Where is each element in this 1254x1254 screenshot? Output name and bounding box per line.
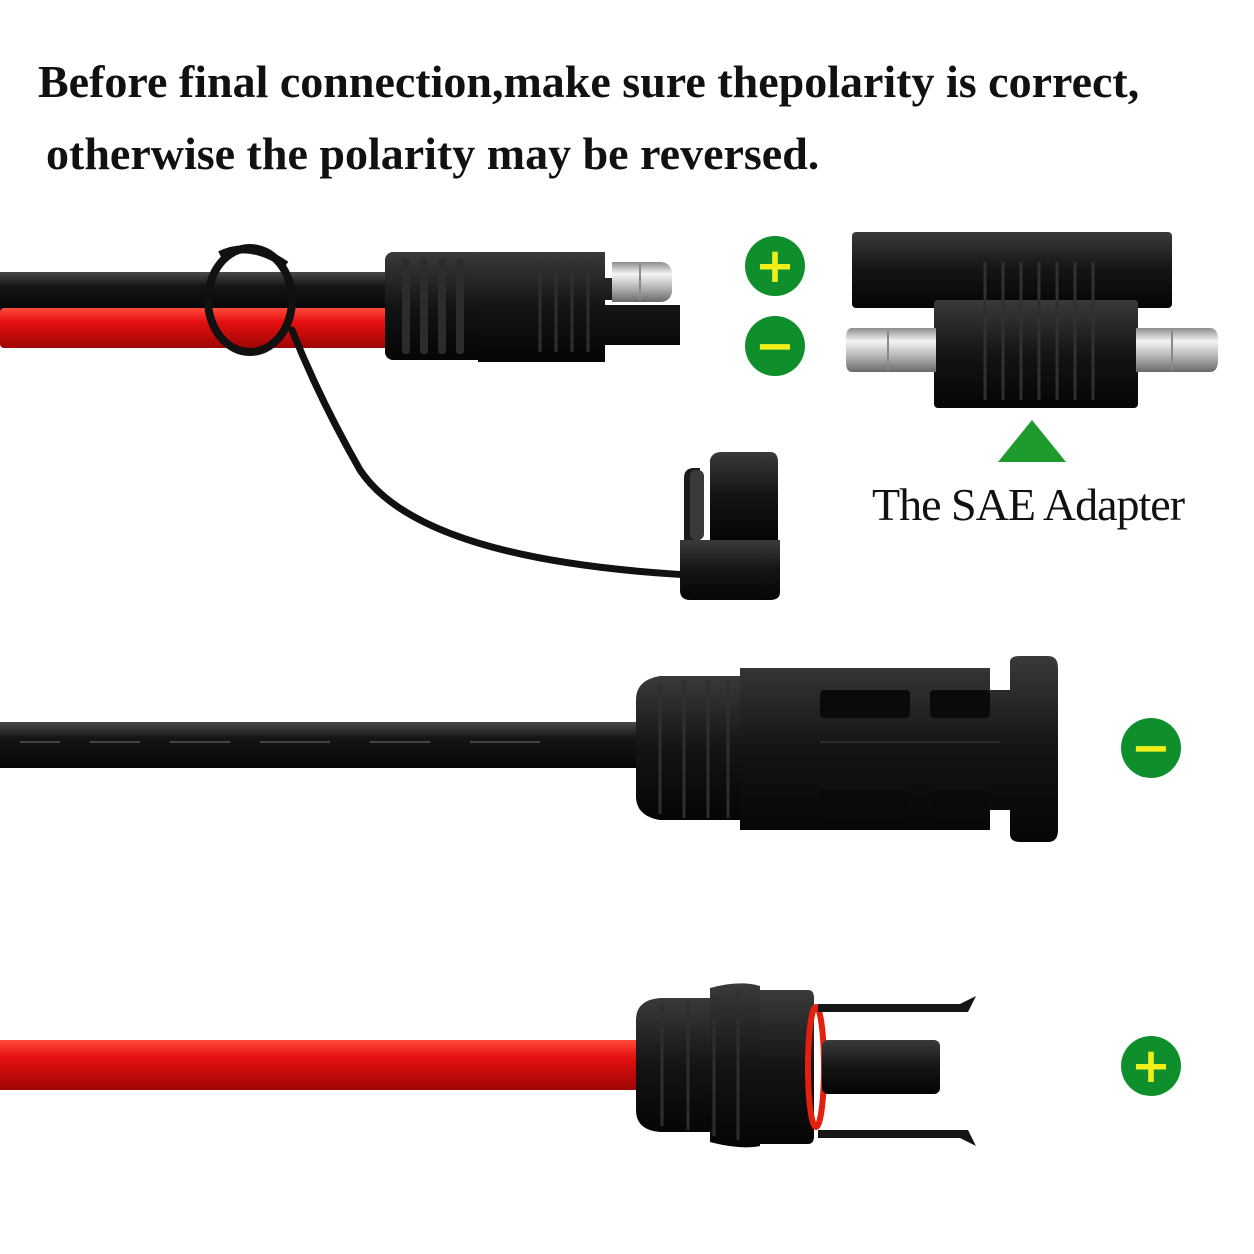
mc4-male-body bbox=[760, 990, 814, 1144]
dust-cap-tether bbox=[288, 326, 694, 579]
negative-badge-icon: − bbox=[745, 316, 805, 376]
sae-black-wire bbox=[0, 272, 400, 312]
mc4-latch-bottom bbox=[818, 1130, 976, 1146]
svg-text:+: + bbox=[755, 238, 795, 294]
svg-text:−: − bbox=[1131, 720, 1171, 776]
o-ring bbox=[805, 1004, 827, 1130]
adapter-right-pin bbox=[1136, 328, 1218, 372]
sae-red-wire bbox=[0, 308, 400, 348]
svg-text:−: − bbox=[755, 318, 795, 374]
sae-metal-pin bbox=[612, 262, 672, 302]
headline-line-2: otherwise the polarity may be reversed. bbox=[46, 128, 820, 179]
red-wire bbox=[0, 1040, 645, 1090]
svg-text:+: + bbox=[1131, 1038, 1171, 1094]
sae-cable bbox=[0, 244, 780, 600]
mc4-female-nut bbox=[636, 676, 740, 820]
adapter-caption: The SAE Adapter bbox=[872, 479, 1185, 530]
headline: Before final connection,make sure thepol… bbox=[38, 46, 1238, 190]
adapter-left-pin bbox=[846, 328, 936, 372]
positive-badge-icon: + bbox=[1121, 1036, 1181, 1096]
mc4-negative-cable bbox=[0, 656, 1058, 842]
mc4-positive-cable bbox=[0, 983, 976, 1148]
headline-line-1: Before final connection,make sure thepol… bbox=[38, 56, 1140, 107]
mc4-latch-top bbox=[818, 996, 976, 1012]
adapter-bottom-body bbox=[934, 300, 1138, 408]
black-wire bbox=[0, 722, 640, 768]
positive-badge-icon: + bbox=[745, 236, 805, 296]
negative-badge-icon: − bbox=[1121, 718, 1181, 778]
sae-dust-cap bbox=[680, 452, 780, 600]
sae-strain-relief bbox=[385, 252, 485, 360]
sae-housing bbox=[478, 252, 680, 362]
mc4-male-pin-sleeve bbox=[822, 1040, 940, 1094]
up-arrow-icon bbox=[998, 420, 1066, 462]
adapter-top-body bbox=[852, 232, 1172, 308]
sae-adapter bbox=[846, 232, 1218, 408]
